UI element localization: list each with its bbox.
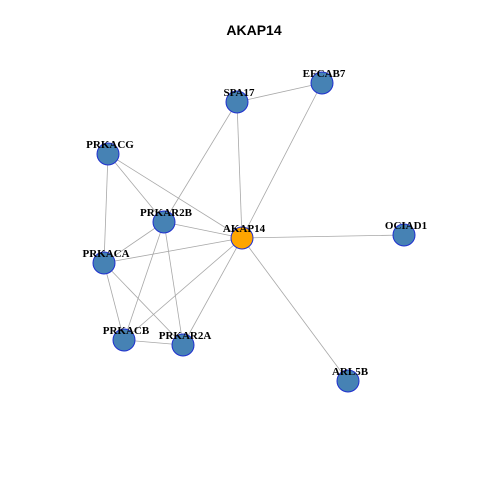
node-circle[interactable] — [96, 142, 120, 166]
node-prkaca[interactable]: PRKACA — [82, 248, 130, 275]
node-prkacg[interactable]: PRKACG — [86, 139, 134, 166]
edge-prkar2b-akap14 — [163, 221, 243, 239]
node-label: PRKACG — [86, 139, 134, 151]
edge-akap14-prkar2a — [182, 237, 243, 346]
node-ociad1[interactable]: OCIAD1 — [385, 220, 427, 247]
edge-spa17-prkar2b — [163, 101, 238, 223]
diagram-title: AKAP14 — [226, 22, 281, 38]
edge-prkar2b-prkacb — [123, 221, 165, 341]
edge-prkar2b-prkar2a — [163, 221, 184, 346]
edge-prkar2b-prkaca — [103, 221, 165, 264]
node-efcab7[interactable]: EFCAB7 — [303, 68, 346, 95]
edge-prkaca-prkar2a — [103, 262, 184, 346]
node-circle[interactable] — [152, 210, 176, 234]
edge-efcab7-akap14 — [241, 82, 323, 239]
node-circle[interactable] — [92, 251, 116, 275]
node-circle[interactable] — [336, 369, 360, 393]
edge-akap14-prkacb — [123, 237, 243, 341]
edge-akap14-ociad1 — [241, 234, 405, 239]
edge-prkacg-prkaca — [103, 153, 109, 264]
node-circle[interactable] — [171, 333, 195, 357]
edge-akap14-prkaca — [103, 237, 243, 264]
node-label: OCIAD1 — [385, 220, 427, 232]
edge-spa17-efcab7 — [236, 82, 323, 103]
edges-layer — [103, 82, 405, 382]
node-label: SPA17 — [224, 87, 255, 99]
node-circle[interactable] — [112, 328, 136, 352]
node-circle[interactable] — [230, 226, 254, 250]
edge-prkaca-prkacb — [103, 262, 125, 341]
node-arl5b[interactable]: ARL5B — [332, 366, 369, 393]
node-spa17[interactable]: SPA17 — [224, 87, 255, 114]
node-label: AKAP14 — [223, 223, 266, 235]
node-label: ARL5B — [332, 366, 369, 378]
node-prkacb[interactable]: PRKACB — [103, 325, 150, 352]
node-akap14[interactable]: AKAP14 — [223, 223, 266, 250]
node-circle[interactable] — [225, 90, 249, 114]
node-label: PRKAR2A — [159, 330, 212, 342]
edge-akap14-arl5b — [241, 237, 349, 382]
edge-prkacg-akap14 — [107, 153, 243, 239]
edge-spa17-akap14 — [236, 101, 243, 239]
node-label: PRKACA — [82, 248, 129, 260]
node-circle[interactable] — [392, 223, 416, 247]
node-prkar2b[interactable]: PRKAR2B — [140, 207, 193, 234]
node-label: EFCAB7 — [303, 68, 346, 80]
node-label: PRKACB — [103, 325, 150, 337]
node-label: PRKAR2B — [140, 207, 193, 219]
node-prkar2a[interactable]: PRKAR2A — [159, 330, 212, 357]
node-circle[interactable] — [310, 71, 334, 95]
edge-prkacg-prkar2b — [107, 153, 165, 223]
